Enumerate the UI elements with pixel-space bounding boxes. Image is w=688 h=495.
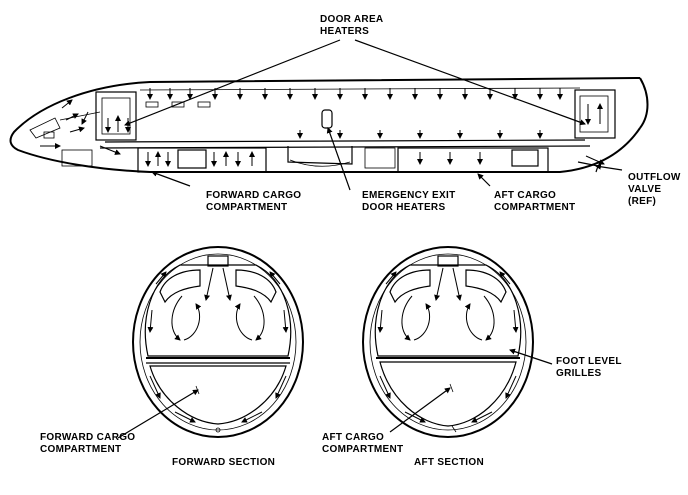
label-aft-cargo-bottom-1: AFT CARGO	[322, 432, 384, 443]
label-aft-section: AFT SECTION	[414, 457, 484, 468]
aft-section-view	[362, 246, 534, 438]
label-aft-cargo-top-1: AFT CARGO	[494, 190, 556, 201]
top-leader-lines	[124, 39, 623, 191]
forward-section-view	[132, 246, 304, 438]
label-forward-cargo-bottom-1: FORWARD CARGO	[40, 432, 135, 443]
label-emergency-exit-2: DOOR HEATERS	[362, 202, 445, 213]
label-door-area-heaters-2: HEATERS	[320, 26, 369, 37]
label-outflow-valve-3: (REF)	[628, 196, 656, 207]
label-forward-section: FORWARD SECTION	[172, 457, 275, 468]
label-forward-cargo-top-1: FORWARD CARGO	[206, 190, 301, 201]
bottom-leader-lines	[117, 348, 553, 439]
label-foot-level-2: GRILLES	[556, 368, 601, 379]
label-door-area-heaters-1: DOOR AREA	[320, 14, 383, 25]
label-outflow-valve-2: VALVE	[628, 184, 661, 195]
label-aft-cargo-top-2: COMPARTMENT	[494, 202, 575, 213]
labels: DOOR AREA HEATERS FORWARD CARGO COMPARTM…	[40, 14, 681, 468]
label-emergency-exit-1: EMERGENCY EXIT	[362, 190, 455, 201]
fuselage-side-view	[9, 77, 649, 173]
label-aft-cargo-bottom-2: COMPARTMENT	[322, 444, 403, 455]
label-forward-cargo-bottom-2: COMPARTMENT	[40, 444, 121, 455]
label-forward-cargo-top-2: COMPARTMENT	[206, 202, 287, 213]
label-outflow-valve-1: OUTFLOW	[628, 172, 681, 183]
label-foot-level-1: FOOT LEVEL	[556, 356, 622, 367]
